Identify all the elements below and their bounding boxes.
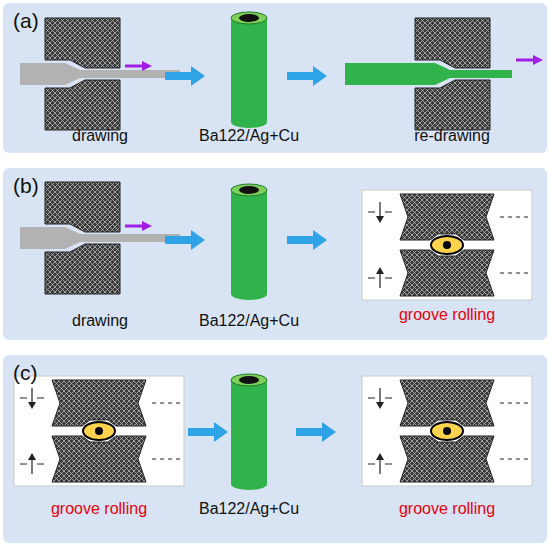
- panel-letter: (c): [3, 355, 38, 385]
- panel-letter: (b): [3, 168, 39, 198]
- rolling-caption: groove rolling: [51, 500, 147, 518]
- rolling-caption: groove rolling: [399, 500, 495, 518]
- panel-letter: (a): [3, 3, 39, 33]
- step-caption: drawing: [72, 312, 128, 330]
- rolling-caption: groove rolling: [399, 306, 495, 324]
- step-caption: re-drawing: [414, 127, 490, 145]
- step-caption: Ba122/Ag+Cu: [199, 500, 299, 518]
- step-caption: Ba122/Ag+Cu: [199, 127, 299, 145]
- step-caption: Ba122/Ag+Cu: [199, 312, 299, 330]
- step-caption: drawing: [72, 127, 128, 145]
